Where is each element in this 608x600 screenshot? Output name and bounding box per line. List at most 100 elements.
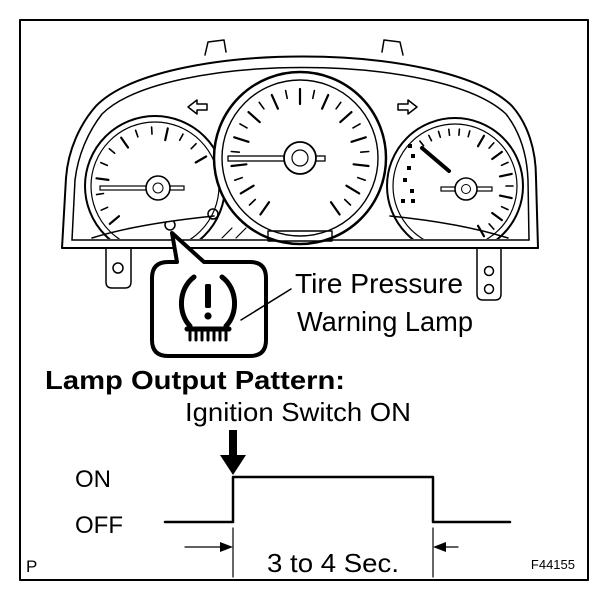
cluster-mount-tab-right	[476, 247, 502, 301]
turn-signal-right-icon	[397, 99, 418, 115]
gauge-tick	[498, 172, 513, 178]
callout-label-line2: Warning Lamp	[297, 306, 473, 337]
cluster-top-tab-right	[381, 39, 404, 56]
gauge-tick	[498, 194, 513, 200]
cluster-mount-tab-left	[105, 247, 132, 289]
callout-label-line1: Tire Pressure	[295, 268, 463, 299]
gauge-tick	[356, 176, 367, 181]
gauge-tick	[488, 223, 495, 230]
gauge-tick	[233, 176, 243, 181]
callout-leader-line	[240, 288, 292, 321]
right-gauge	[386, 117, 524, 239]
odometer-display	[267, 230, 333, 242]
mount-hole	[483, 265, 495, 277]
level-off-label: OFF	[75, 512, 123, 539]
gauge-tick	[500, 161, 509, 167]
instrument-cluster-illustration	[61, 39, 539, 301]
gauge-tick	[247, 110, 261, 124]
gauge-tick	[258, 101, 265, 110]
arrow-head	[220, 455, 246, 475]
gauge-tick	[488, 142, 495, 149]
gauge-tick	[134, 129, 139, 138]
gauge-tick	[352, 163, 370, 168]
gauge-tick	[284, 89, 289, 100]
indicator-lamp	[408, 144, 412, 148]
right-gauge-needle-assembly	[420, 146, 493, 201]
gauge-tick	[95, 192, 105, 196]
left-gauge-hub	[145, 175, 171, 201]
dimension-arrowhead-left	[433, 542, 446, 552]
tire-pressure-callout	[150, 231, 268, 358]
mount-tab-outline	[105, 247, 132, 289]
gauge-tick	[230, 150, 241, 153]
indicator-lamp	[407, 166, 411, 170]
right-gauge-hub	[454, 177, 478, 201]
gauge-tick	[230, 163, 248, 168]
gauge-tick	[239, 184, 255, 195]
mount-tab-outline	[476, 247, 502, 301]
gauge-tick	[359, 150, 370, 153]
cluster-top-tab-left	[204, 39, 227, 56]
mount-hole	[112, 262, 124, 274]
gauge-tick	[311, 89, 316, 100]
duration-label: 3 to 4 Sec.	[267, 548, 399, 578]
gauge-tick	[476, 224, 486, 238]
trip-reset-knob	[207, 208, 219, 220]
indicator-lamp	[403, 178, 407, 182]
turn-signal-left-icon	[187, 99, 208, 115]
left-gauge-scale	[95, 126, 208, 225]
gauge-tick	[427, 134, 433, 142]
gauge-tick	[352, 123, 361, 129]
indicator-lamp	[410, 189, 414, 193]
tire-pressure-lamp-location-icon	[164, 221, 176, 231]
indicator-lamp-group	[401, 144, 415, 203]
tire-tread-teeth	[188, 327, 228, 342]
gauge-tick	[447, 128, 451, 137]
gauge-tick	[345, 184, 361, 195]
figure-id: F44155	[531, 557, 575, 572]
gauge-tick	[419, 140, 425, 147]
gauge-tick	[321, 93, 330, 110]
gauge-tick	[335, 101, 342, 110]
faceplate-detail-lines	[221, 227, 247, 239]
figure-frame	[19, 19, 589, 581]
gauge-tick	[491, 211, 503, 222]
right-face-bottom-edge	[389, 215, 509, 239]
tire-sidewall-right	[219, 274, 237, 329]
dimension-arrowhead-right	[220, 542, 233, 552]
left-gauge-needle-assembly	[99, 175, 185, 201]
gauge-tick	[233, 136, 250, 143]
right-gauge-rim-inner	[392, 123, 518, 239]
trigger-label: Ignition Switch ON	[185, 397, 411, 427]
right-gauge-hub-cap	[461, 184, 471, 194]
tire-sidewall-left	[179, 274, 197, 329]
left-gauge-hub-cap	[152, 182, 164, 194]
exclamation-bar	[205, 284, 211, 308]
speedometer-scale	[230, 87, 370, 216]
gauge-tick	[350, 136, 367, 143]
gauge-tick	[164, 127, 169, 142]
gauge-tick	[178, 133, 184, 141]
left-gauge-needle	[99, 185, 185, 191]
indicator-lamp	[401, 199, 405, 203]
footer-left-mark: P	[26, 557, 37, 576]
indicator-lamp	[411, 154, 415, 158]
gauge-tick	[467, 130, 471, 138]
temperature-needle	[420, 146, 451, 173]
gauge-tick	[194, 155, 208, 164]
gauge-tick	[329, 201, 341, 216]
gauge-tick	[500, 205, 509, 211]
gauge-tick	[120, 136, 130, 149]
gauge-tick	[248, 198, 257, 206]
duration-dimension: 3 to 4 Sec.	[184, 527, 459, 578]
indicator-lamp	[411, 199, 415, 203]
level-on-label: ON	[75, 466, 111, 493]
speedometer-hub	[283, 141, 317, 175]
cluster-housing-outline	[61, 55, 539, 249]
speedometer-needle	[227, 155, 326, 162]
gauge-tick	[270, 93, 279, 110]
speedometer-rim-inner	[221, 79, 379, 237]
gauge-tick	[108, 147, 116, 154]
lamp-output-waveform	[163, 475, 512, 524]
